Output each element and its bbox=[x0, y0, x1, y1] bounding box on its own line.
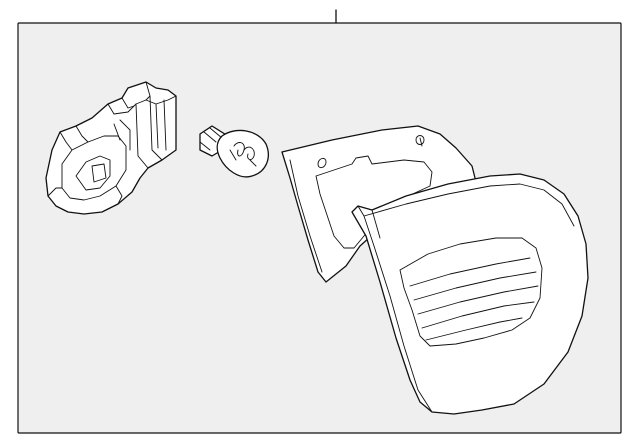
lens-icon bbox=[351, 173, 589, 415]
bulb-icon bbox=[199, 125, 269, 178]
bulb-socket-icon bbox=[45, 81, 177, 215]
